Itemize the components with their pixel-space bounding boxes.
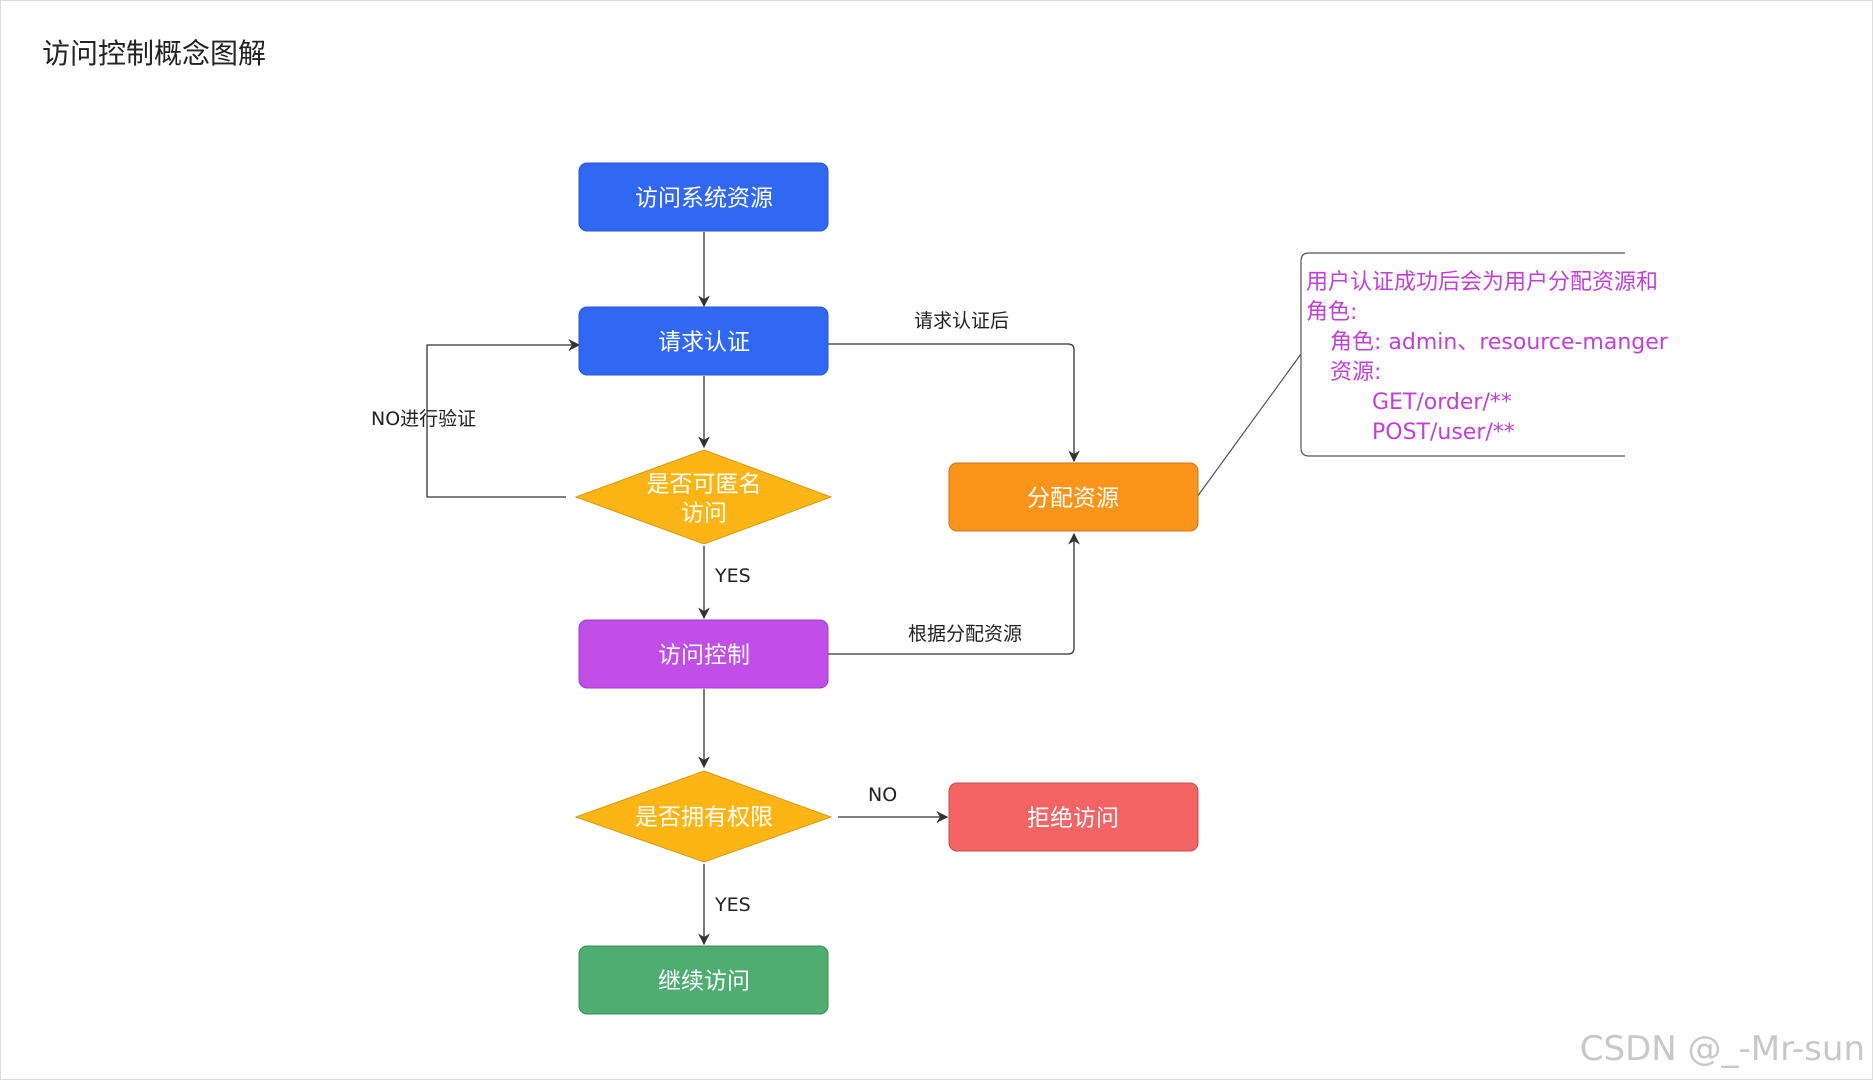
note-line-2: 角色:: [1306, 300, 1357, 325]
node-continue-access-box: [578, 945, 829, 1015]
edge-label-no-2: NO: [868, 784, 897, 806]
edge-label-yes-2: YES: [714, 894, 751, 916]
note-line-6: POST/user/**: [1372, 420, 1515, 445]
edge-control-to-assign-path: [828, 532, 1080, 655]
edge-auth-to-assign-path: [828, 343, 1080, 463]
note-line-3: 角色: admin、resource-manger: [1330, 330, 1669, 355]
node-continue-access: 继续访问: [578, 945, 829, 1015]
node-access-resource-box: [578, 162, 829, 232]
edges: [426, 232, 1302, 946]
note-line-4: 资源:: [1330, 360, 1381, 385]
node-permission-label: 是否拥有权限: [635, 805, 773, 831]
node-permission-diamond: [574, 770, 833, 863]
note-connector: [1196, 353, 1302, 498]
edge-label-by-assigned: 根据分配资源: [908, 623, 1022, 645]
node-permission-decision: 是否拥有权限: [574, 770, 833, 863]
node-access-resource-label: 访问系统资源: [635, 186, 773, 212]
node-access-resource: 访问系统资源: [578, 162, 829, 232]
node-access-control-box: [578, 619, 829, 689]
node-assign-resources-box: [948, 462, 1199, 532]
node-anonymous-label-line1: 是否可匿名: [647, 472, 762, 498]
node-deny-access-box: [948, 782, 1199, 852]
edge-label-yes-1: YES: [714, 565, 751, 587]
node-assign-resources: 分配资源: [948, 462, 1199, 532]
node-request-auth-label: 请求认证: [658, 330, 750, 356]
edge-anonymous-no-loop: [426, 339, 581, 498]
page-title: 访问控制概念图解: [42, 37, 266, 70]
node-assign-resources-label: 分配资源: [1027, 486, 1119, 512]
note-text: 用户认证成功后会为用户分配资源和 角色: 角色: admin、resource-…: [1306, 270, 1669, 445]
node-deny-access: 拒绝访问: [948, 782, 1199, 852]
node-request-auth: 请求认证: [578, 306, 829, 376]
watermark: CSDN @_-Mr-sun: [1580, 1029, 1865, 1069]
node-anonymous-label-line2: 访问: [681, 501, 727, 527]
edge-label-no-verify: NO进行验证: [371, 408, 476, 430]
note-line-5: GET/order/**: [1372, 390, 1512, 415]
note-bracket: [1300, 252, 1625, 457]
node-request-auth-box: [578, 306, 829, 376]
node-continue-access-label: 继续访问: [658, 969, 750, 995]
edge-label-after-auth: 请求认证后: [914, 310, 1009, 332]
node-deny-access-label: 拒绝访问: [1027, 806, 1119, 832]
node-anonymous-decision: 是否可匿名 访问: [574, 449, 833, 545]
node-access-control-label: 访问控制: [658, 643, 750, 669]
note-line-1: 用户认证成功后会为用户分配资源和: [1306, 270, 1658, 295]
node-anonymous-diamond: [574, 449, 833, 545]
node-access-control: 访问控制: [578, 619, 829, 689]
